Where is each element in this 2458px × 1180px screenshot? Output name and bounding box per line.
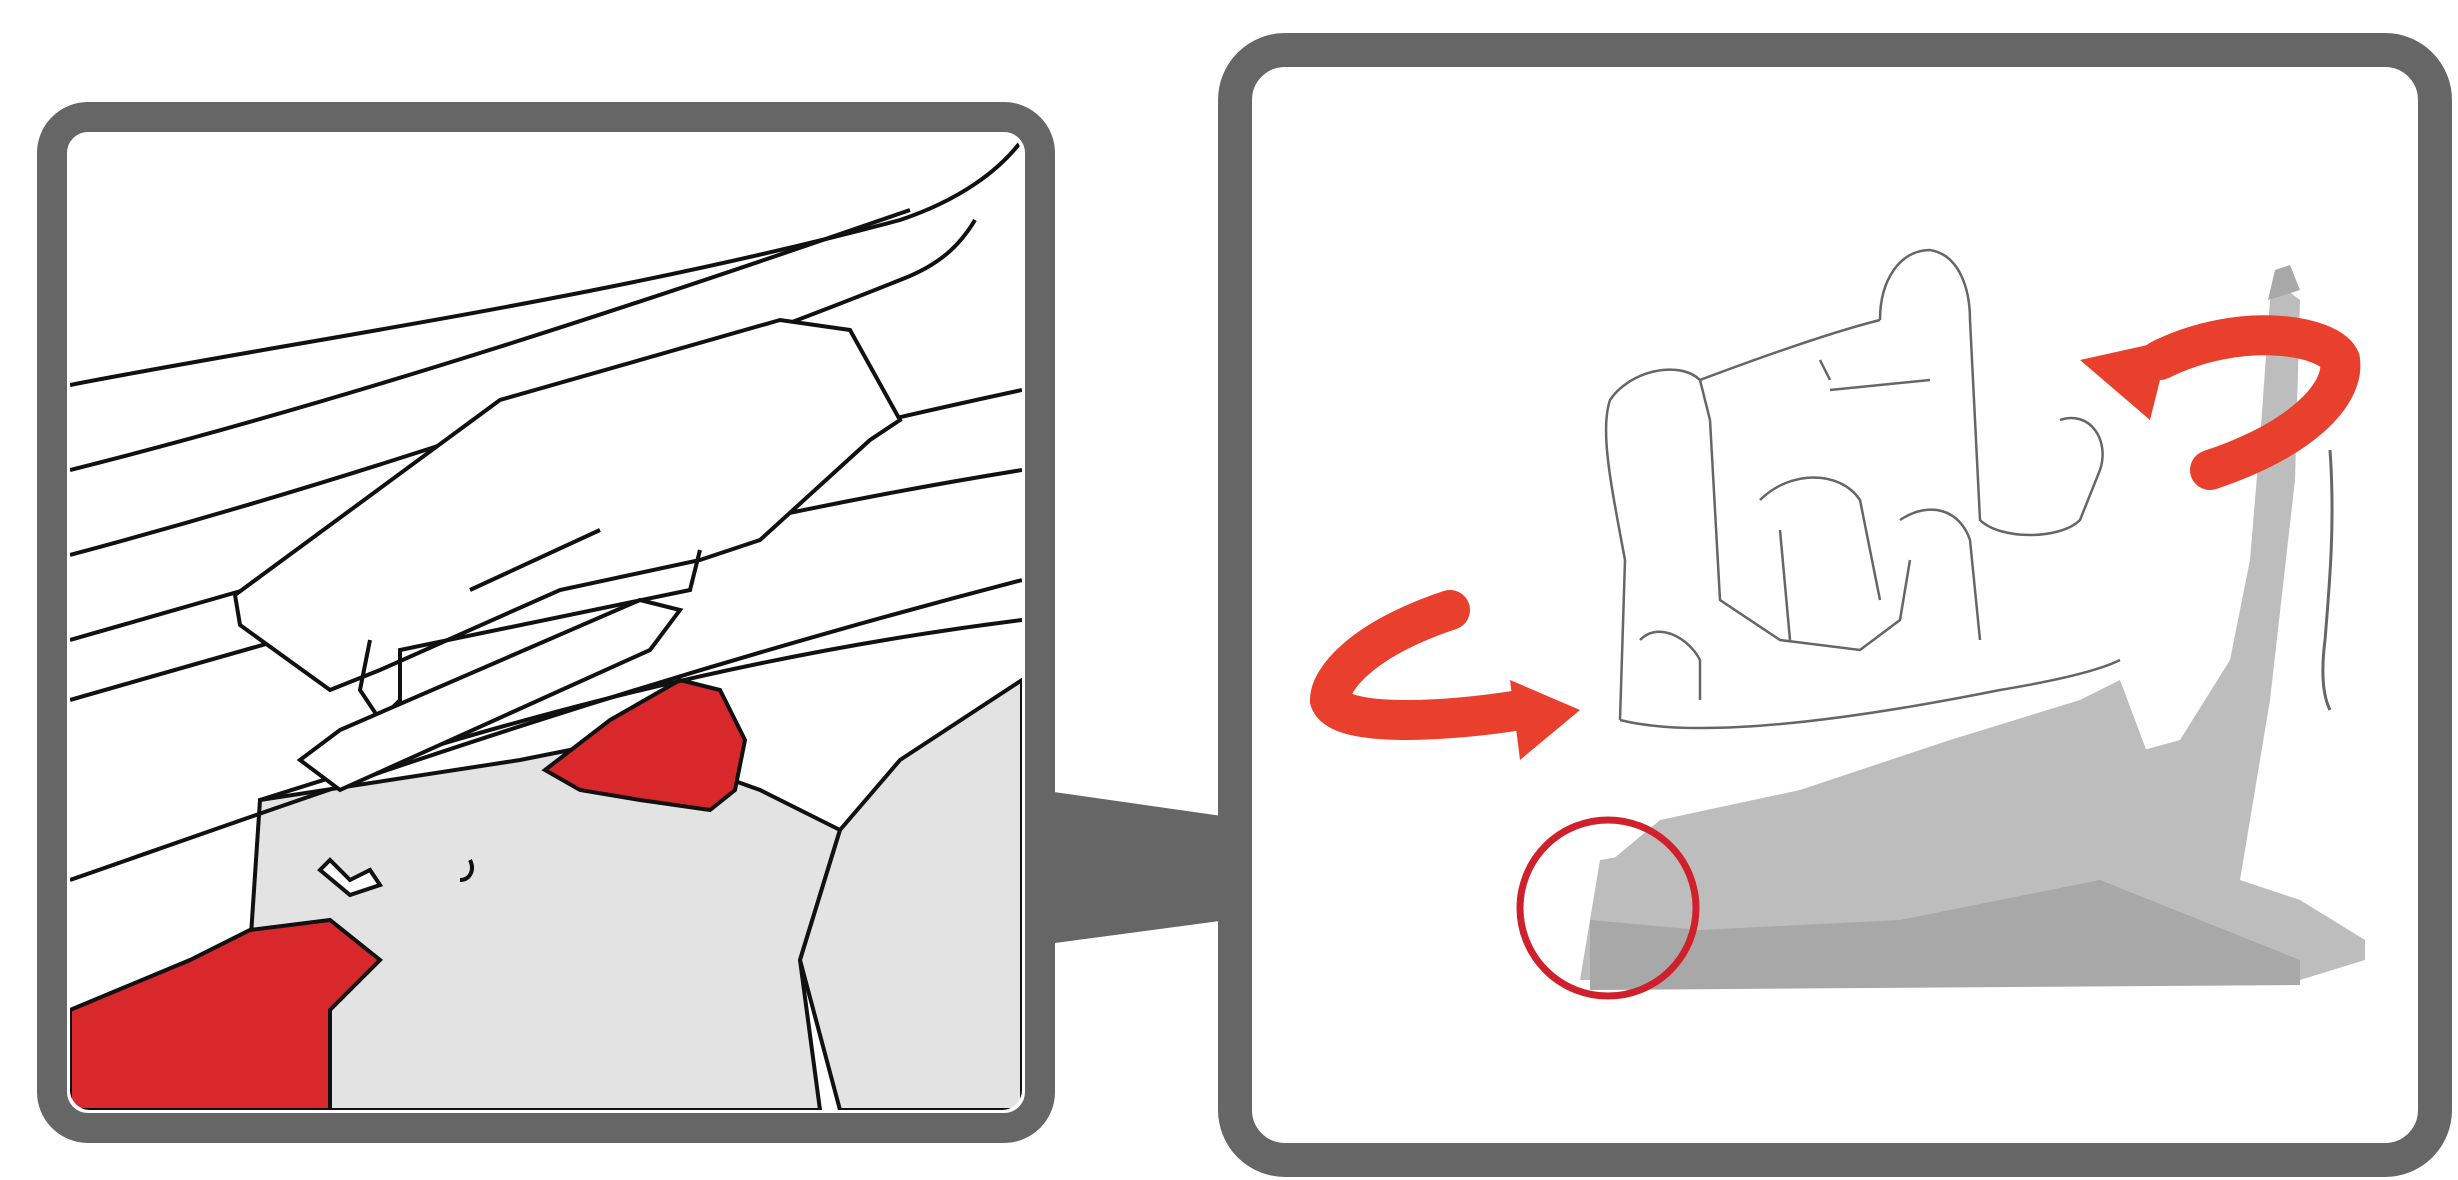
detail-base-shape-right <box>797 676 1022 1110</box>
seat-shell-line-3 <box>70 208 911 472</box>
detail-small-clip <box>317 857 384 898</box>
curved-arrow-clockwise-icon <box>1309 590 1580 760</box>
lever-tab <box>357 549 702 724</box>
detail-illustration <box>70 135 1022 1110</box>
red-lock-part-lower <box>70 917 383 1110</box>
seat-shell-line-6 <box>70 578 1022 882</box>
car-seat-outline <box>1604 248 2121 730</box>
detail-hook <box>459 859 474 882</box>
seat-shell-top-curve <box>70 138 1022 387</box>
release-lever <box>232 317 903 693</box>
isofix-base <box>1580 285 2365 980</box>
detail-frame <box>37 102 1055 1143</box>
support-leg-top <box>2268 265 2300 300</box>
curved-arrow-counterclockwise-icon <box>2080 315 2361 490</box>
red-lock-part-upper <box>541 677 748 813</box>
overview-panel <box>1218 33 2452 1177</box>
seat-shell-bottom-band <box>1590 880 2300 990</box>
lever-slot <box>469 528 601 592</box>
circle-highlight-icon <box>1516 816 1700 1000</box>
lever-hinge <box>296 597 684 793</box>
seat-strap <box>2321 449 2334 711</box>
seat-shell-lower <box>1600 680 2150 930</box>
detail-panel <box>37 102 1055 1143</box>
